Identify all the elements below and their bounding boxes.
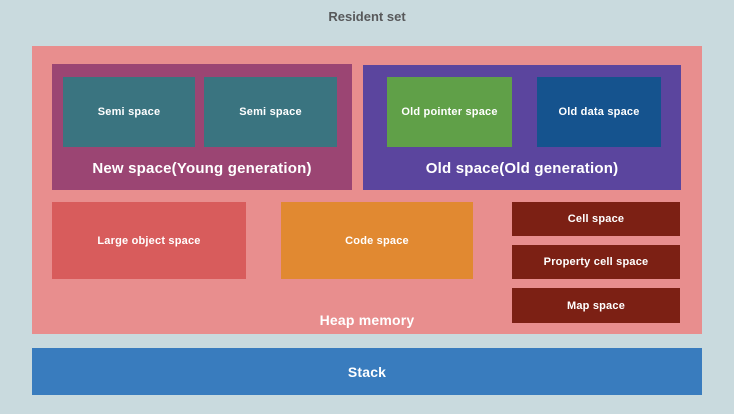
old-space-box: Old pointer space Old data space Old spa…	[363, 65, 681, 190]
old-data-space-box: Old data space	[537, 77, 661, 147]
large-object-space-box: Large object space	[52, 202, 246, 279]
semi-space-box-2: Semi space	[204, 77, 337, 147]
old-space-label: Old space(Old generation)	[425, 159, 619, 177]
old-pointer-space-box: Old pointer space	[387, 77, 512, 147]
map-space-box: Map space	[512, 288, 680, 323]
stack-box: Stack	[32, 348, 702, 395]
code-space-box: Code space	[281, 202, 473, 279]
heap-memory-label: Heap memory	[319, 311, 415, 328]
new-space-box: Semi space Semi space New space(Young ge…	[52, 64, 352, 190]
property-cell-space-box: Property cell space	[512, 245, 680, 279]
cell-space-box: Cell space	[512, 202, 680, 236]
heap-memory-container: Semi space Semi space New space(Young ge…	[32, 46, 702, 334]
semi-space-box-1: Semi space	[63, 77, 195, 147]
diagram-title: Resident set	[328, 9, 406, 24]
new-space-label: New space(Young generation)	[92, 159, 312, 177]
